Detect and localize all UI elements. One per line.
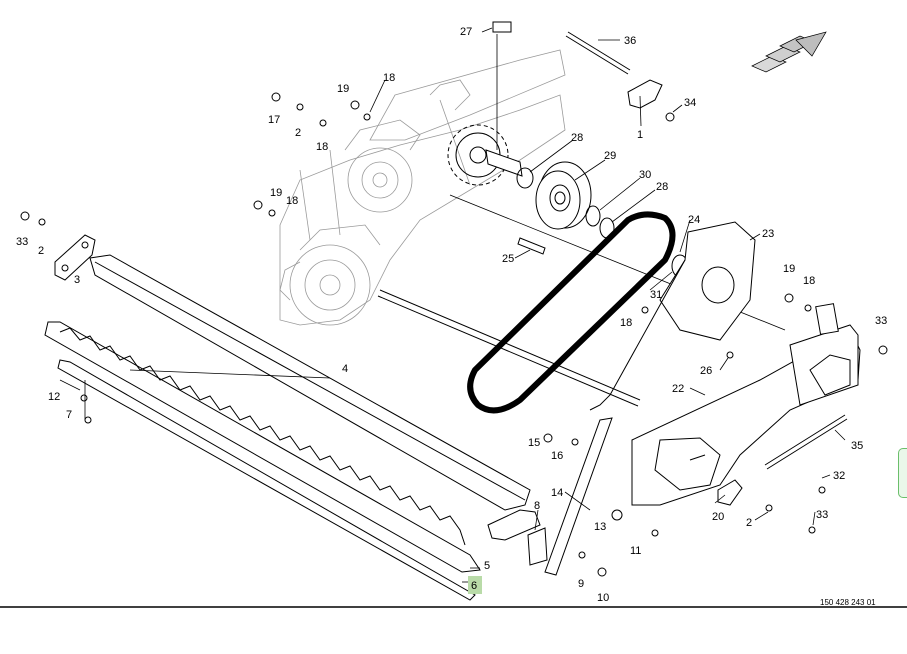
callout-19-mid[interactable]: 19 (270, 187, 282, 199)
callout-29[interactable]: 29 (604, 150, 616, 162)
callout-17[interactable]: 17 (268, 114, 280, 126)
drawing-code: 150 428 243 01 (820, 598, 876, 607)
callout-33-bottom[interactable]: 33 (816, 509, 828, 521)
callout-18-second[interactable]: 18 (316, 141, 328, 153)
callout-27[interactable]: 27 (460, 26, 472, 38)
callout-19-right[interactable]: 19 (783, 263, 795, 275)
callout-33-right[interactable]: 33 (875, 315, 887, 327)
callout-2-top[interactable]: 2 (295, 127, 301, 139)
callout-13[interactable]: 13 (594, 521, 606, 533)
callout-4[interactable]: 4 (342, 363, 348, 375)
callout-12[interactable]: 12 (48, 391, 60, 403)
end-bracket (54, 234, 96, 281)
small-bracket (627, 79, 663, 109)
callout-24[interactable]: 24 (688, 214, 700, 226)
callout-15[interactable]: 15 (528, 437, 540, 449)
callout-1[interactable]: 1 (637, 129, 643, 141)
callout-18-center[interactable]: 18 (620, 317, 632, 329)
rod-lower (764, 414, 848, 470)
callout-14[interactable]: 14 (551, 487, 563, 499)
callout-34[interactable]: 34 (684, 97, 696, 109)
bracket-small-lower (717, 479, 743, 506)
background-frame (279, 49, 566, 326)
callout-5[interactable]: 5 (484, 560, 490, 572)
callout-8[interactable]: 8 (534, 500, 540, 512)
end-guide (487, 509, 548, 566)
callout-19-top[interactable]: 19 (337, 83, 349, 95)
callout-18-right[interactable]: 18 (803, 275, 815, 287)
drive-belt (467, 211, 676, 414)
callout-10[interactable]: 10 (597, 592, 609, 604)
direction-arrow-icon (751, 31, 827, 73)
callout-2-bottom[interactable]: 2 (746, 517, 752, 529)
callout-7[interactable]: 7 (66, 409, 72, 421)
callout-32[interactable]: 32 (833, 470, 845, 482)
callout-36[interactable]: 36 (624, 35, 636, 47)
callout-11[interactable]: 11 (630, 545, 641, 557)
fasteners (20, 92, 888, 577)
callout-35[interactable]: 35 (851, 440, 863, 452)
callout-22[interactable]: 22 (672, 383, 684, 395)
callout-18-top[interactable]: 18 (383, 72, 395, 84)
callout-26[interactable]: 26 (700, 365, 712, 377)
pin (517, 237, 546, 255)
sprocket (447, 124, 523, 186)
callout-31[interactable]: 31 (650, 289, 662, 301)
callout-25[interactable]: 25 (502, 253, 514, 265)
highlight-marker (468, 576, 482, 594)
callout-6[interactable]: 6 (471, 580, 477, 592)
wear-strip (57, 359, 476, 601)
callout-labels: 27 36 34 1 18 19 17 2 18 28 29 30 28 19 … (16, 26, 887, 604)
callout-28-upper[interactable]: 28 (571, 132, 583, 144)
callout-30[interactable]: 30 (639, 169, 651, 181)
callout-3[interactable]: 3 (74, 274, 80, 286)
rod-top (565, 31, 631, 75)
callout-2-left[interactable]: 2 (38, 245, 44, 257)
side-panel-tab[interactable] (898, 448, 907, 498)
leader-lines (59, 27, 846, 583)
block (492, 21, 512, 33)
callout-28-lower[interactable]: 28 (656, 181, 668, 193)
callout-16[interactable]: 16 (551, 450, 563, 462)
bracket-upper-housing (589, 221, 756, 411)
housing-lower (631, 303, 861, 506)
callout-9[interactable]: 9 (578, 578, 584, 590)
callout-33-left[interactable]: 33 (16, 236, 28, 248)
callout-20[interactable]: 20 (712, 511, 724, 523)
lever-arm (544, 417, 613, 576)
pulley (535, 161, 592, 230)
callout-23[interactable]: 23 (762, 228, 774, 240)
cutter-knife (44, 321, 481, 573)
rail-long (89, 254, 531, 511)
callout-18-mid[interactable]: 18 (286, 195, 298, 207)
